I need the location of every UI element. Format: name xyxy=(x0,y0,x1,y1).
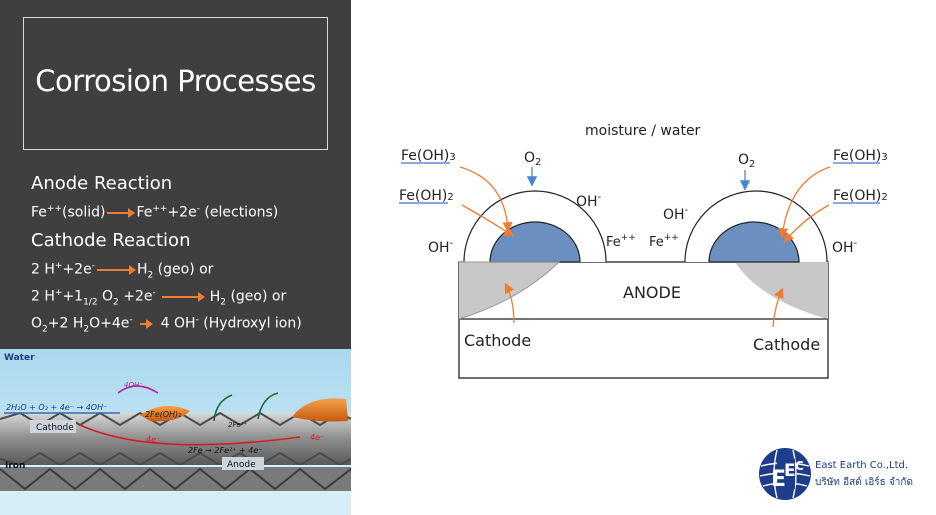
cathode-left-arrow xyxy=(504,282,515,324)
company-logo: E E C xyxy=(759,448,811,500)
oh-right-inner: OH- xyxy=(663,205,689,223)
feoh2-right-arrow xyxy=(783,204,830,243)
feoh3-left: Fe(OH)3 xyxy=(401,148,456,164)
feoh2-left: Fe(OH)2 xyxy=(399,188,454,204)
feoh2-right: Fe(OH)2 xyxy=(833,188,888,204)
anode-text: ANODE xyxy=(623,283,681,302)
cathode-label-left: Cathode xyxy=(464,331,531,350)
cathode-tag xyxy=(30,420,76,433)
electron-flow-arrow xyxy=(79,424,301,446)
feoh3-right-arrow xyxy=(777,166,831,239)
rust-deposit-left xyxy=(140,405,190,422)
electron-label-1: 4e⁻ xyxy=(146,435,160,444)
feoh3-left-arrow xyxy=(459,166,513,233)
cathode-equation-1: 2 H++2e-H2 (geo) or xyxy=(31,261,214,281)
corrosion-illustration: Water 2H₂O + O₂ + 4e⁻ → 4OH⁻ 4OH⁻ 2Fe(OH… xyxy=(0,349,351,515)
oh-left-outer: OH- xyxy=(428,238,454,256)
cathode-equation-3: O2+2 H2O+4e-4 OH- (Hydroxyl ion) xyxy=(31,315,302,335)
logo-letter-e1: E xyxy=(771,467,786,492)
logo-letter-e2: E xyxy=(784,461,796,481)
cathode-right-arrow xyxy=(772,287,784,328)
rust-deposit-right xyxy=(292,398,348,422)
fe-ion-right: Fe++ xyxy=(649,233,679,250)
oh-left-inner: OH- xyxy=(576,192,602,210)
anode-heading: Anode Reaction xyxy=(31,173,173,194)
company-name-en: East Earth Co.,Ltd. xyxy=(815,460,909,471)
water-label: Water xyxy=(4,353,35,363)
fe-ion-arrow-2 xyxy=(257,392,279,420)
cathode-equation-2: 2 H++11/2 O2 +2e-H2 (geo) or xyxy=(31,288,287,308)
cathode-equation-label: 2H₂O + O₂ + 4e⁻ → 4OH⁻ xyxy=(6,403,107,412)
anode-label: Anode xyxy=(227,460,256,470)
title-box: Corrosion Processes xyxy=(23,17,328,150)
o2-right: O2 xyxy=(738,152,755,170)
feoh2-left-arrow xyxy=(461,204,515,237)
moisture-label: moisture / water xyxy=(585,123,701,139)
fe-ion-label: 2Fe²⁺ xyxy=(228,421,248,429)
anode-equation-label: 2Fe → 2Fe²⁺ + 4e⁻ xyxy=(188,446,262,455)
logo-longitude-lines xyxy=(773,449,797,499)
logo-letter-c: C xyxy=(795,459,804,473)
hydroxide-arrow xyxy=(117,385,159,394)
company-name-th: บริษัท อีสต์ เอิร์ธ จำกัด xyxy=(815,477,913,488)
hydroxide-label: 4OH⁻ xyxy=(124,381,143,389)
cathode-heading: Cathode Reaction xyxy=(31,230,191,251)
slide-title: Corrosion Processes xyxy=(35,64,316,98)
fe-ion-arrow-1 xyxy=(213,394,233,422)
fe-ion-left: Fe++ xyxy=(606,233,636,250)
iron-lower xyxy=(0,467,351,491)
iron-lower-ribs xyxy=(0,467,351,491)
anode-equation: Fe++(solid)Fe+++2e- (elections) xyxy=(31,204,279,221)
oh-right-outer: OH- xyxy=(832,238,858,256)
left-panel: Corrosion Processes Anode Reaction Fe++(… xyxy=(0,0,351,515)
o2-left: O2 xyxy=(524,150,541,168)
anode-tag xyxy=(222,457,264,470)
logo-letter-panel xyxy=(777,459,795,489)
reaction-arrow xyxy=(139,318,153,329)
rust-pit-right xyxy=(708,221,800,263)
reaction-arrow xyxy=(96,264,136,275)
cathode-label: Cathode xyxy=(36,423,74,433)
cathode-label-right: Cathode xyxy=(753,335,820,354)
reaction-arrow xyxy=(107,207,136,218)
electron-label-2: 4e⁻ xyxy=(310,433,324,442)
reaction-arrow xyxy=(161,291,205,302)
feoh3-right: Fe(OH)3 xyxy=(833,148,888,164)
cathode-edge-left xyxy=(458,261,561,320)
ferrous-hydroxide-label: 2Fe(OH)₂ xyxy=(145,410,182,419)
iron-label: Iron xyxy=(5,461,25,471)
